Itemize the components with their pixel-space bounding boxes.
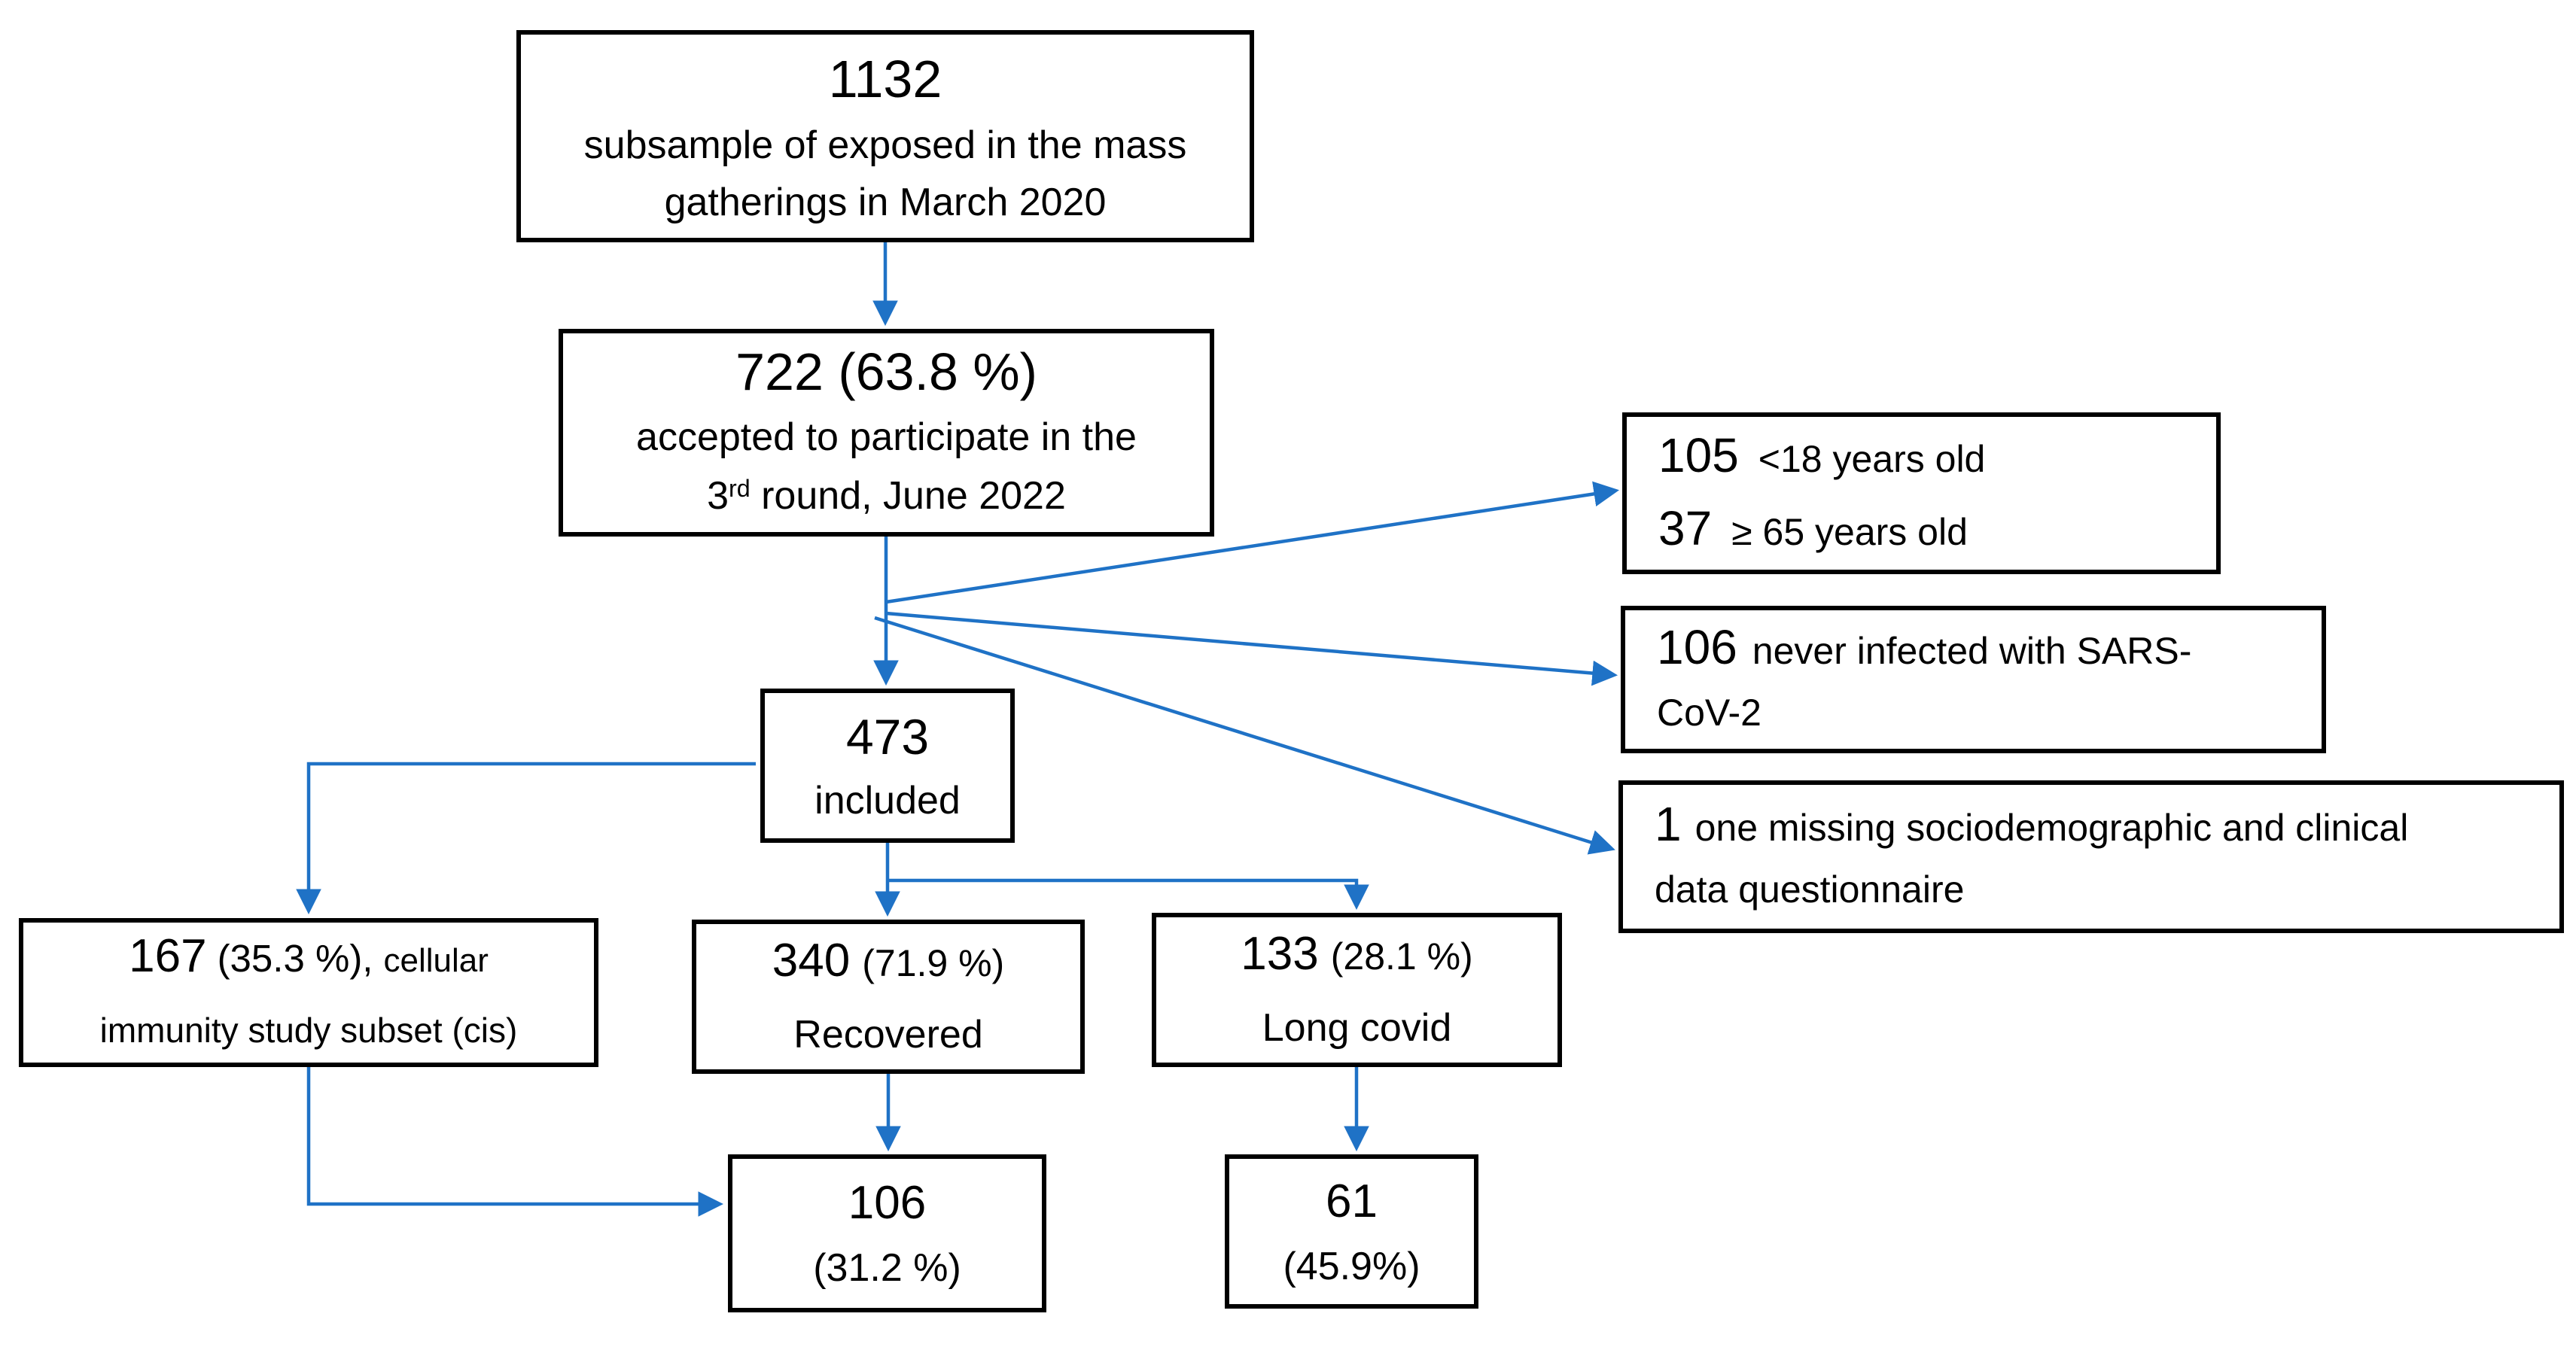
accepted-line2: 3rd round, June 2022 <box>707 467 1066 530</box>
accepted-round-number: 3 <box>707 474 729 518</box>
accepted-round-ordinal: rd <box>729 474 751 502</box>
long-covid-label: Long covid <box>1262 1005 1452 1050</box>
included-label: included <box>815 778 961 822</box>
excluded-over65-count: 37 <box>1658 500 1713 555</box>
included-count: 473 <box>845 708 930 765</box>
excluded-age-row-under18: 105 <18 years old <box>1658 421 1985 494</box>
box-accepted: 722 (63.8 %) accepted to participate in … <box>559 329 1214 537</box>
box-included: 473 included <box>760 689 1015 843</box>
long-covid-line1: 133 (28.1 %) <box>1241 923 1472 998</box>
recovered-pct: (71.9 %) <box>862 941 1005 984</box>
excluded-age-row-over65: 37 ≥ 65 years old <box>1658 494 1968 567</box>
long-covid-cis-count: 61 <box>1326 1175 1378 1227</box>
excluded-under18-label: <18 years old <box>1758 437 1986 480</box>
accepted-round-rest: round, June 2022 <box>750 474 1066 518</box>
subsample-line1: subsample of exposed in the mass <box>583 123 1187 167</box>
arrow-accepted-excluded-missing-data <box>874 616 1615 855</box>
cis-subset-suffix: cellular <box>383 942 489 979</box>
excluded-missing-data-line1: 1 one missing sociodemographic and clinic… <box>1655 793 2408 859</box>
box-recovered: 340 (71.9 %) Recovered <box>692 920 1085 1074</box>
recovered-count: 340 <box>772 934 851 987</box>
recovered-label: Recovered <box>793 1012 983 1057</box>
accepted-count: 722 (63.8 %) <box>735 342 1037 401</box>
excluded-never-infected-line1: 106 never infected with SARS- <box>1657 616 2191 682</box>
cis-subset-count: 167 <box>129 930 207 982</box>
box-subsample: 1132 subsample of exposed in the mass ga… <box>516 30 1254 242</box>
excluded-never-infected-line2: CoV-2 <box>1657 691 1761 734</box>
subsample-line2: gatherings in March 2020 <box>664 181 1107 224</box>
box-excluded-age: 105 <18 years old 37 ≥ 65 years old <box>1622 412 2221 574</box>
recovered-cis-pct: (31.2 %) <box>813 1246 961 1290</box>
excluded-missing-data-count: 1 <box>1655 797 1682 851</box>
recovered-cis-count: 106 <box>848 1177 927 1229</box>
excluded-never-infected-text1: never infected with SARS- <box>1752 629 2192 672</box>
long-covid-pct: (28.1 %) <box>1330 935 1473 978</box>
excluded-over65-label: ≥ 65 years old <box>1731 510 1968 553</box>
arrow-included-cis-subset <box>296 762 756 915</box>
recovered-line1: 340 (71.9 %) <box>772 929 1004 1005</box>
accepted-line1: accepted to participate in the <box>636 415 1137 459</box>
box-cis-subset: 167(35.3 %), cellular immunity study subs… <box>19 918 598 1067</box>
arrow-cis-subset-recovered-cis <box>306 1067 724 1217</box>
arrow-accepted-excluded-never-infected <box>885 611 1618 686</box>
arrow-included-long-covid <box>888 878 1369 911</box>
cis-subset-line2: immunity study subset (cis) <box>99 1011 518 1050</box>
excluded-missing-data-text1: one missing sociodemographic and clinica… <box>1694 807 2409 849</box>
excluded-under18-count: 105 <box>1658 427 1739 482</box>
box-long-covid-cis: 61 (45.9%) <box>1225 1154 1478 1309</box>
box-excluded-missing-data: 1 one missing sociodemographic and clinic… <box>1618 780 2564 933</box>
long-covid-cis-pct: (45.9%) <box>1283 1244 1420 1288</box>
subsample-count: 1132 <box>828 50 942 108</box>
long-covid-count: 133 <box>1241 927 1319 980</box>
cis-subset-pct: (35.3 %), <box>217 937 373 980</box>
arrow-accepted-excluded-age <box>885 481 1620 604</box>
cis-subset-line1: 167(35.3 %), cellular <box>129 925 489 1000</box>
box-recovered-cis: 106 (31.2 %) <box>728 1154 1046 1312</box>
excluded-missing-data-line2: data questionnaire <box>1655 868 1965 911</box>
box-long-covid: 133 (28.1 %) Long covid <box>1152 913 1562 1067</box>
box-excluded-never-infected: 106 never infected with SARS- CoV-2 <box>1621 606 2326 753</box>
excluded-never-infected-count: 106 <box>1657 619 1737 674</box>
